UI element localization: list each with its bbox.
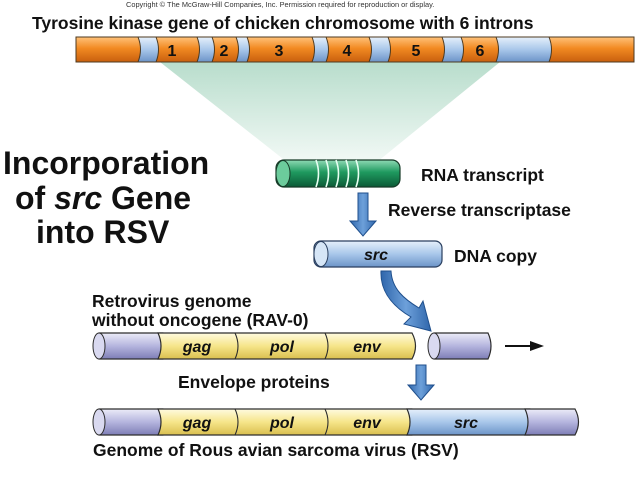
heading-src: src: [54, 180, 103, 216]
intron-3: [235, 36, 250, 63]
rav0-gene-pol: pol: [269, 339, 295, 356]
retrovirus-label-line-2: without oncogene (RAV-0): [92, 310, 309, 330]
rav0-gene-gag: gag: [182, 339, 212, 356]
intron-5: [368, 36, 391, 63]
rav0-genome-bar: gag pol env: [92, 332, 492, 360]
retrovirus-label-line-1: Retrovirus genome: [92, 291, 252, 311]
heading-line-3: into RSV: [36, 214, 170, 250]
exon-label-6: 6: [476, 43, 485, 60]
chromosome-title: Tyrosine kinase gene of chicken chromoso…: [32, 13, 534, 33]
rna-transcript-label: RNA transcript: [421, 165, 544, 185]
reverse-transcriptase-label: Reverse transcriptase: [388, 200, 571, 220]
dna-copy-label: DNA copy: [454, 246, 537, 266]
heading-gene: Gene: [102, 180, 192, 216]
exon-label-1: 1: [168, 43, 177, 60]
intron-6: [441, 36, 464, 63]
dna-copy-bar: src: [313, 240, 443, 268]
dna-copy-src-label: src: [364, 247, 388, 264]
direction-arrow: [505, 341, 544, 351]
rsv-gene-gag: gag: [182, 415, 212, 432]
reverse-transcriptase-arrow: [348, 192, 378, 237]
insertion-arrow: [380, 270, 432, 332]
chromosome-bar: 1 2 3 4 5 6: [75, 36, 635, 63]
rav0-gene-env: env: [353, 339, 382, 356]
exon-label-5: 5: [412, 43, 421, 60]
rsv-genome-label: Genome of Rous avian sarcoma virus (RSV): [93, 440, 459, 460]
heading-of: of: [15, 180, 55, 216]
intron-2: [196, 36, 215, 63]
projection-cone: [160, 62, 500, 166]
copyright-notice: Copyright © The McGraw-Hill Companies, I…: [126, 0, 435, 9]
chromosome-right-flank: [495, 36, 552, 63]
rsv-gene-src: src: [454, 415, 478, 432]
heading-line-2: of src Gene: [15, 180, 191, 217]
heading-line-1: Incorporation: [3, 145, 210, 181]
exon-label-2: 2: [220, 43, 229, 60]
rna-transcript-bar: [275, 159, 401, 188]
exon-label-3: 3: [275, 43, 284, 60]
envelope-proteins-label: Envelope proteins: [178, 372, 330, 392]
envelope-proteins-arrow: [406, 364, 436, 401]
rsv-genome-bar: gag pol env src: [92, 408, 580, 436]
exon-label-4: 4: [343, 43, 352, 60]
intron-1: [137, 36, 159, 63]
rsv-gene-pol: pol: [269, 415, 295, 432]
intron-4: [311, 36, 329, 63]
rsv-gene-env: env: [353, 415, 382, 432]
